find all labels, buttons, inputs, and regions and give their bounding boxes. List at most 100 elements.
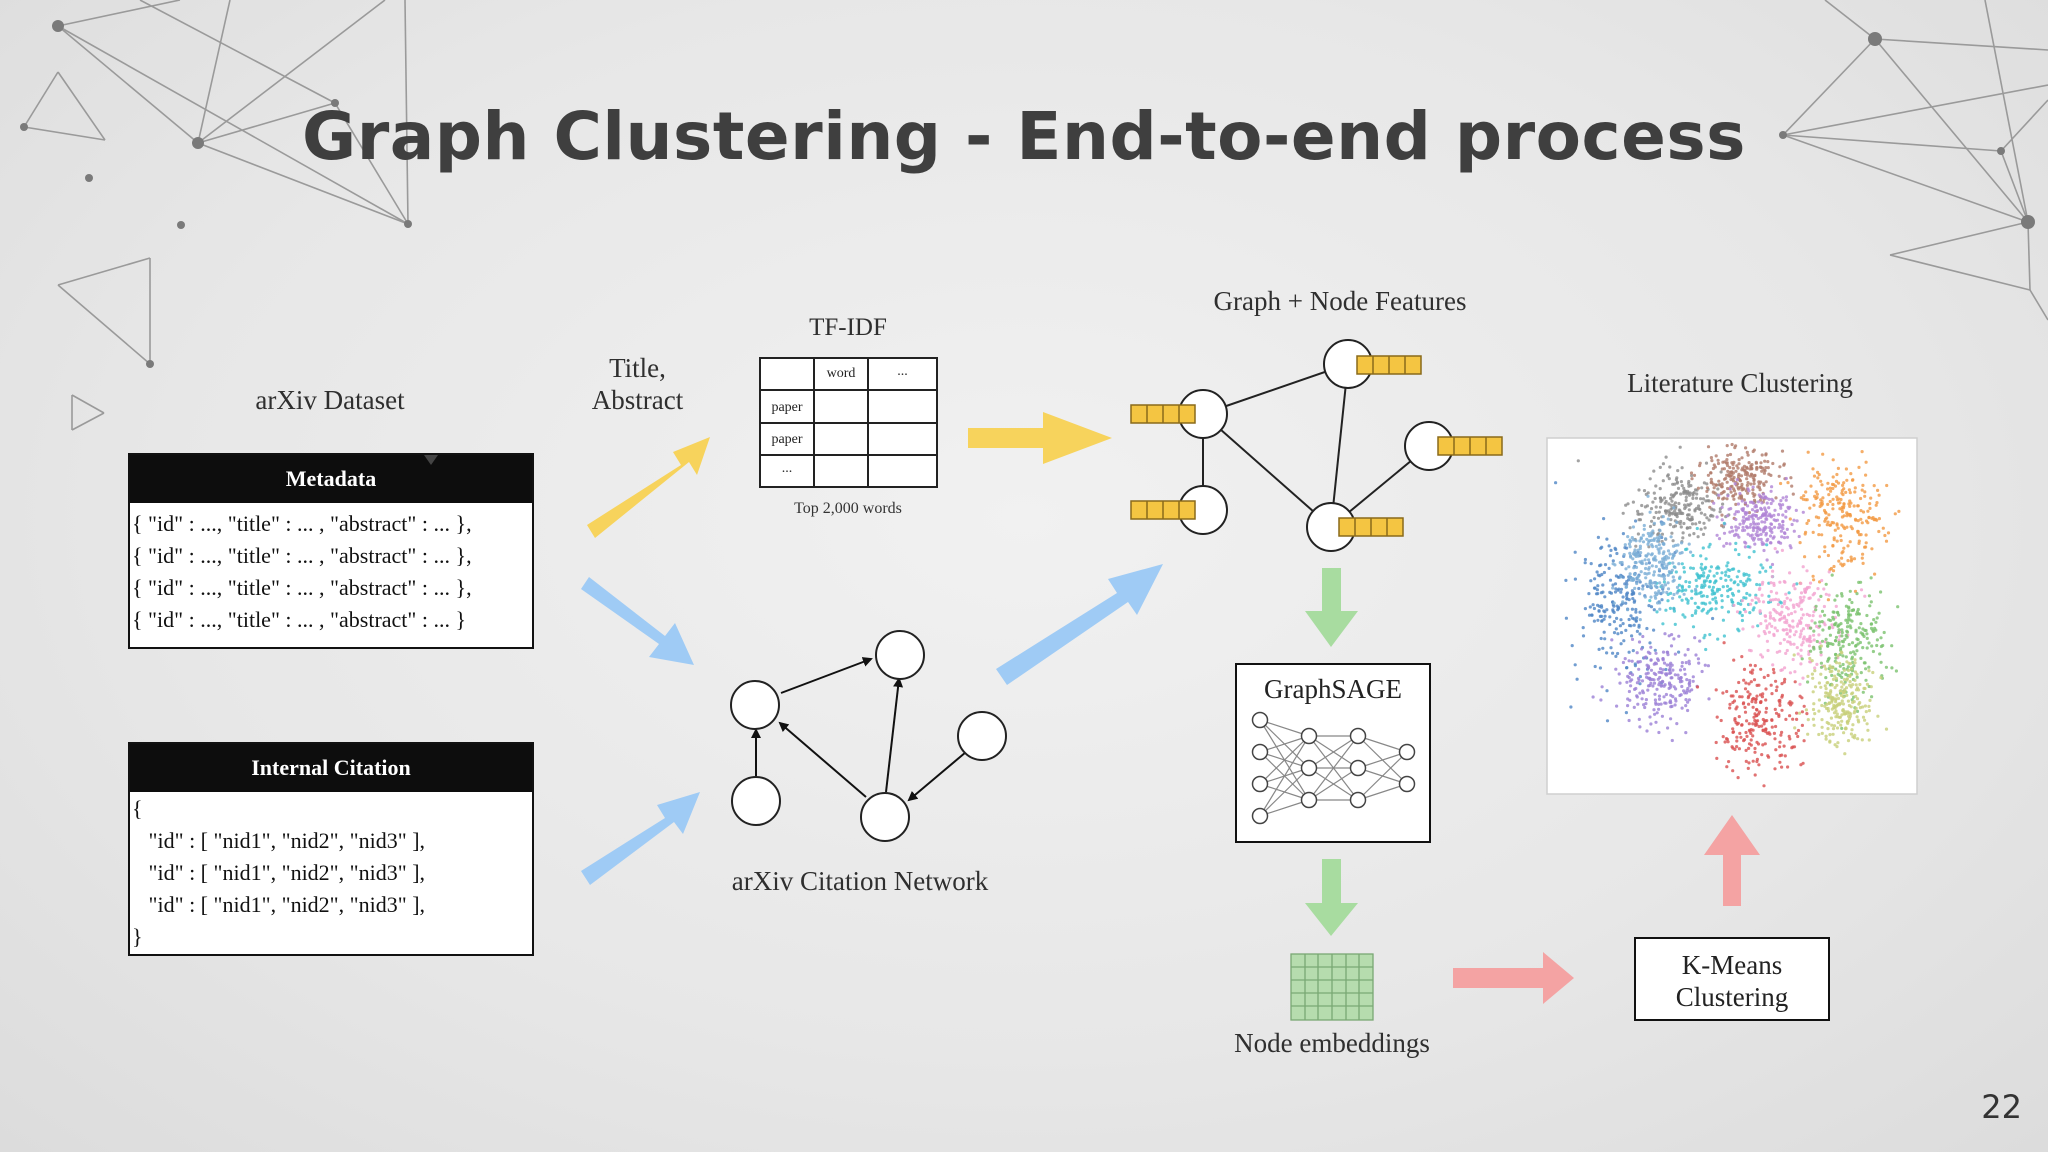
scatter-dot [1779,504,1783,508]
scatter-dot [1623,543,1627,547]
citation-network-graph [730,630,1007,842]
scatter-dot [1657,694,1662,698]
scatter-dot [1641,533,1645,537]
scatter-dot [1658,607,1662,611]
scatter-dot [1639,536,1643,540]
scatter-dot [1780,682,1784,686]
scatter-dot [1630,536,1634,540]
scatter-dot [1876,714,1880,718]
scatter-dot [1583,561,1587,565]
scatter-dot [1834,715,1838,719]
scatter-dot [1805,569,1809,573]
scatter-dot [1765,543,1769,547]
scatter-dot [1737,589,1741,593]
scatter-dot [1773,737,1777,741]
blue-arrow-network-to-graph [996,564,1163,685]
scatter-dot [1800,696,1804,700]
scatter-dot [1856,519,1860,523]
scatter-dot [1688,681,1692,685]
scatter-dot [1726,594,1730,599]
scatter-dot [1785,621,1789,625]
scatter-dot [1726,469,1730,473]
scatter-dot [1739,579,1743,584]
scatter-dot [1605,608,1609,612]
scatter-dot [1761,729,1765,733]
scatter-dot [1822,508,1827,513]
scatter-dot [1668,663,1672,667]
scatter-dot [1657,549,1661,553]
scatter-dot [1663,583,1668,587]
scatter-dot [1832,724,1837,728]
scatter-dot [1649,605,1654,609]
scatter-dot [1760,540,1764,544]
scatter-dot [1793,610,1797,614]
scatter-dot [1773,508,1777,512]
scatter-dot [1702,571,1706,575]
scatter-dot [1797,711,1802,715]
scatter-dot [1771,569,1775,573]
scatter-dot [1783,666,1787,670]
scatter-dot [1702,601,1706,605]
scatter-dot [1638,544,1642,548]
scatter-dot [1816,476,1820,480]
scatter-dot [1840,719,1844,723]
scatter-dot [1768,622,1772,626]
scatter-dot [1817,533,1821,537]
scatter-dot [1614,667,1618,671]
scatter-dot [1748,692,1752,696]
scatter-dot [1826,706,1830,711]
scatter-dot [1796,728,1801,733]
scatter-dot [1666,549,1671,553]
scatter-dot [1794,731,1798,736]
scatter-dot [1807,613,1812,618]
scatter-dot [1845,514,1849,518]
scatter-dot [1808,640,1812,644]
scatter-dot [1780,605,1784,609]
scatter-dot [1666,573,1670,577]
scatter-dot [1662,559,1666,564]
scatter-dot [1784,498,1788,502]
scatter-dot [1850,641,1855,645]
scatter-dot [1583,607,1587,611]
scatter-dot [1840,630,1844,635]
scatter-dot [1617,587,1621,591]
scatter-dot [1846,668,1851,673]
scatter-dot [1870,547,1874,551]
scatter-dot [1775,550,1779,554]
scatter-dot [1638,618,1642,622]
scatter-dot [1719,576,1723,581]
scatter-dot [1860,521,1864,525]
scatter-dot [1687,662,1691,666]
scatter-dot [1684,505,1688,509]
scatter-dot [1595,588,1599,592]
scatter-dot [1680,584,1684,588]
scatter-dot [1846,739,1851,743]
scatter-dot [1705,486,1709,490]
scatter-dot [1696,535,1700,539]
scatter-dot [1832,564,1836,569]
scatter-dot [1640,503,1644,508]
scatter-dot [1815,492,1819,496]
scatter-dot [1687,542,1691,546]
scatter-dot [1688,533,1692,537]
scatter-dot [1748,663,1753,667]
scatter-dot [1715,515,1719,519]
scatter-dot [1680,706,1684,710]
scatter-dot [1734,444,1738,448]
scatter-dot [1725,765,1729,769]
scatter-dot [1767,472,1771,476]
scatter-dot [1694,522,1698,526]
scatter-dot [1840,489,1844,493]
scatter-dot [1796,734,1800,739]
scatter-dot [1777,522,1781,527]
scatter-dot [1760,501,1764,505]
scatter-dot [1668,606,1672,611]
scatter-dot [1785,631,1789,636]
scatter-dot [1564,578,1568,583]
scatter-dot [1808,656,1812,661]
scatter-dot [1688,684,1692,688]
scatter-dot [1760,655,1765,659]
scatter-dot [1823,623,1827,627]
scatter-dot [1836,696,1841,701]
scatter-dot [1780,449,1785,453]
